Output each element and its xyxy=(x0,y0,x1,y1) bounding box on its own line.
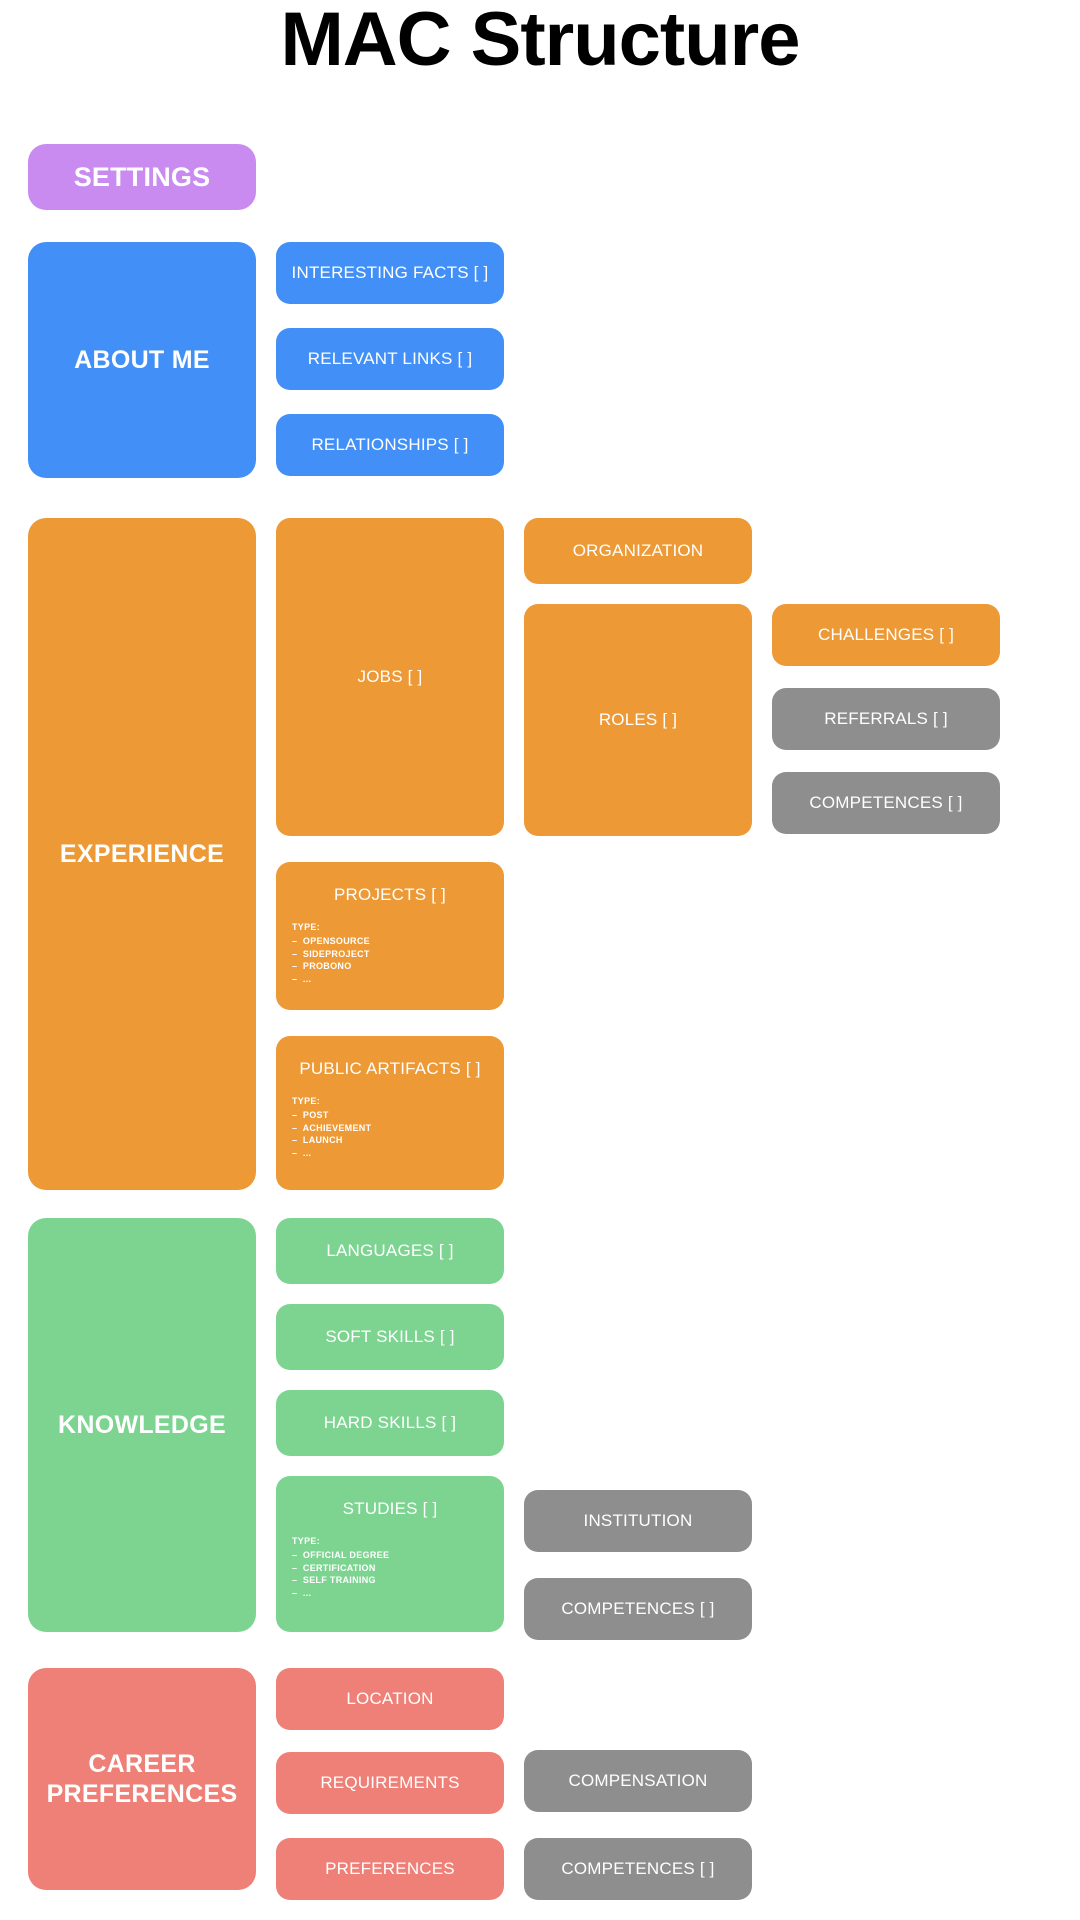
projects-label: PROJECTS [ ] xyxy=(334,885,446,904)
studies-type-item: – SELF TRAINING xyxy=(292,1575,376,1586)
public-artifacts-type-item: – POST xyxy=(292,1109,329,1120)
public-artifacts-type-label: TYPE: xyxy=(292,1096,321,1106)
hard-skills-label: HARD SKILLS [ ] xyxy=(323,1413,457,1432)
studies-type-item: – OFFICIAL DEGREE xyxy=(292,1549,390,1560)
languages-card[interactable]: LANGUAGES [ ] xyxy=(276,1218,504,1284)
organization-card[interactable]: ORGANIZATION xyxy=(524,518,752,584)
hard-skills-card[interactable]: HARD SKILLS [ ] xyxy=(276,1390,504,1456)
relevant-links-label: RELEVANT LINKS [ ] xyxy=(307,349,473,368)
public-artifacts-type-item: – ... xyxy=(292,1148,312,1159)
public-artifacts-type-item: – ACHIEVEMENT xyxy=(292,1122,372,1133)
languages-label: LANGUAGES [ ] xyxy=(326,1241,454,1260)
career-competences-label: COMPETENCES [ ] xyxy=(561,1859,715,1878)
about-me-label: ABOUT ME xyxy=(74,345,210,374)
preferences-card[interactable]: PREFERENCES xyxy=(276,1838,504,1900)
studies-card[interactable]: STUDIES [ ] TYPE: – OFFICIAL DEGREE – CE… xyxy=(276,1476,504,1632)
interesting-facts-label: INTERESTING FACTS [ ] xyxy=(291,263,489,282)
public-artifacts-type-list: TYPE: – POST – ACHIEVEMENT – LAUNCH – ..… xyxy=(292,1095,504,1160)
studies-type-list: TYPE: – OFFICIAL DEGREE – CERTIFICATION … xyxy=(292,1535,504,1600)
page-title: MAC Structure xyxy=(280,0,800,82)
experience-label: EXPERIENCE xyxy=(59,839,225,868)
projects-type-list: TYPE: – OPENSOURCE – SIDEPROJECT – PROBO… xyxy=(292,921,504,986)
studies-type-label: TYPE: xyxy=(292,1536,321,1546)
relationships-label: RELATIONSHIPS [ ] xyxy=(311,435,469,454)
roles-label: ROLES [ ] xyxy=(598,710,678,729)
referrals-card[interactable]: REFERRALS [ ] xyxy=(772,688,1000,750)
projects-type-item: – SIDEPROJECT xyxy=(292,948,370,959)
public-artifacts-type-item: – LAUNCH xyxy=(292,1135,343,1146)
knowledge-competences-label: COMPETENCES [ ] xyxy=(561,1599,715,1618)
roles-card[interactable]: ROLES [ ] xyxy=(524,604,752,836)
studies-type-item: – ... xyxy=(292,1588,312,1599)
career-preferences-group-card[interactable]: CAREER PREFERENCES xyxy=(28,1668,256,1890)
knowledge-competences-card[interactable]: COMPETENCES [ ] xyxy=(524,1578,752,1640)
challenges-card[interactable]: CHALLENGES [ ] xyxy=(772,604,1000,666)
relationships-card[interactable]: RELATIONSHIPS [ ] xyxy=(276,414,504,476)
projects-type-item: – PROBONO xyxy=(292,961,352,972)
experience-group-card[interactable]: EXPERIENCE xyxy=(28,518,256,1190)
about-me-group-card[interactable]: ABOUT ME xyxy=(28,242,256,478)
requirements-card[interactable]: REQUIREMENTS xyxy=(276,1752,504,1814)
studies-type-item: – CERTIFICATION xyxy=(292,1562,376,1573)
experience-competences-label: COMPETENCES [ ] xyxy=(809,793,963,812)
referrals-label: REFERRALS [ ] xyxy=(824,709,948,728)
organization-label: ORGANIZATION xyxy=(572,541,704,560)
location-label: LOCATION xyxy=(346,1689,434,1708)
challenges-label: CHALLENGES [ ] xyxy=(817,625,954,644)
knowledge-label: KNOWLEDGE xyxy=(58,1410,226,1439)
jobs-card[interactable]: JOBS [ ] xyxy=(276,518,504,836)
projects-type-item: – OPENSOURCE xyxy=(292,935,370,946)
settings-label: SETTINGS xyxy=(73,161,211,192)
experience-competences-card[interactable]: COMPETENCES [ ] xyxy=(772,772,1000,834)
location-card[interactable]: LOCATION xyxy=(276,1668,504,1730)
relevant-links-card[interactable]: RELEVANT LINKS [ ] xyxy=(276,328,504,390)
jobs-label: JOBS [ ] xyxy=(357,667,423,686)
preferences-label: PREFERENCES xyxy=(325,1859,455,1878)
institution-label: INSTITUTION xyxy=(583,1511,693,1530)
career-preferences-label: CAREER PREFERENCES xyxy=(46,1750,238,1808)
compensation-label: COMPENSATION xyxy=(568,1771,708,1790)
compensation-card[interactable]: COMPENSATION xyxy=(524,1750,752,1812)
projects-type-label: TYPE: xyxy=(292,922,321,932)
requirements-label: REQUIREMENTS xyxy=(320,1773,460,1792)
projects-type-item: – ... xyxy=(292,974,312,985)
projects-card[interactable]: PROJECTS [ ] TYPE: – OPENSOURCE – SIDEPR… xyxy=(276,862,504,1010)
knowledge-group-card[interactable]: KNOWLEDGE xyxy=(28,1218,256,1632)
public-artifacts-card[interactable]: PUBLIC ARTIFACTS [ ] TYPE: – POST – ACHI… xyxy=(276,1036,504,1190)
institution-card[interactable]: INSTITUTION xyxy=(524,1490,752,1552)
soft-skills-card[interactable]: SOFT SKILLS [ ] xyxy=(276,1304,504,1370)
public-artifacts-label: PUBLIC ARTIFACTS [ ] xyxy=(299,1059,481,1078)
interesting-facts-card[interactable]: INTERESTING FACTS [ ] xyxy=(276,242,504,304)
settings-card[interactable]: SETTINGS xyxy=(28,144,256,210)
soft-skills-label: SOFT SKILLS [ ] xyxy=(325,1327,455,1346)
career-competences-card[interactable]: COMPETENCES [ ] xyxy=(524,1838,752,1900)
studies-label: STUDIES [ ] xyxy=(342,1499,438,1518)
